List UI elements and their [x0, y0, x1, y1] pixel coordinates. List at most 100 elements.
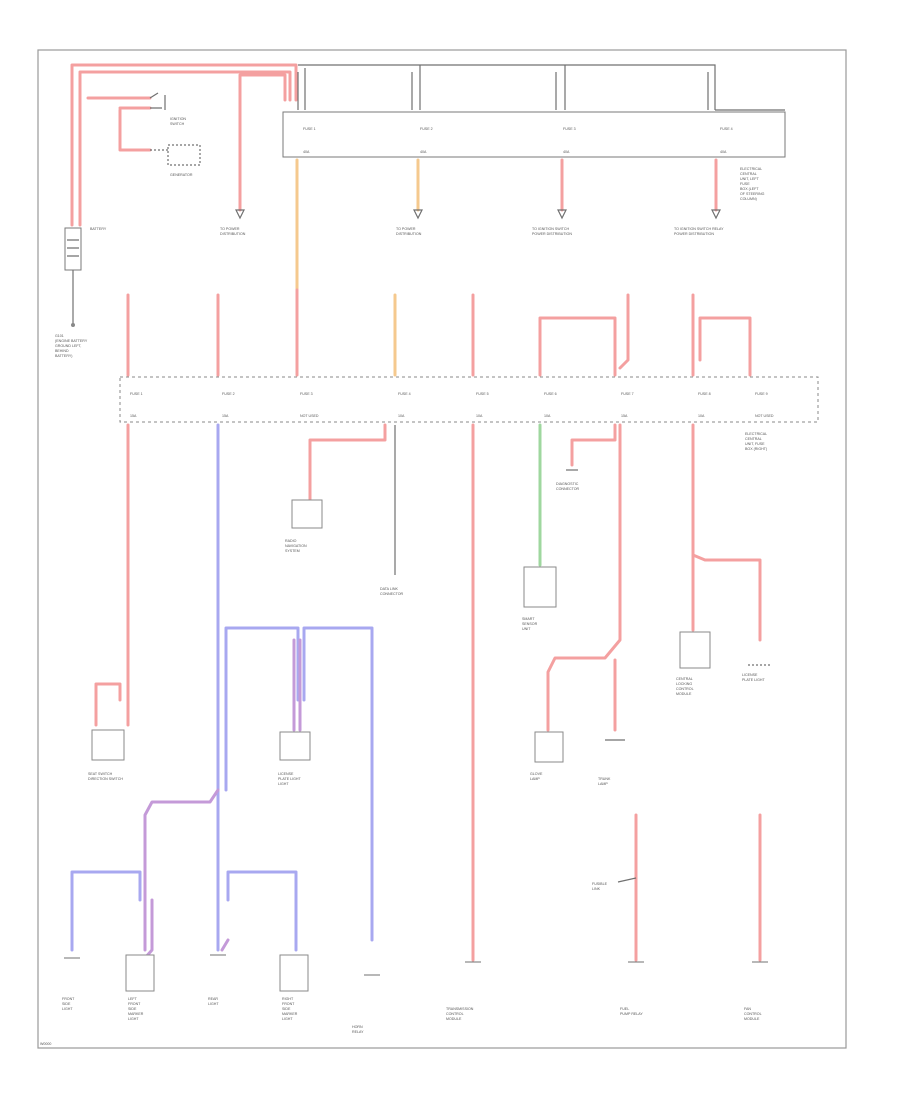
upper-box-feed: [238, 73, 287, 212]
upper-fuse-3-rating: 40A: [563, 150, 570, 154]
upper-ref-2: TO POWER DISTRIBUTION: [396, 209, 423, 236]
lower-fuse-9: FUSE 9 NOT USED: [755, 392, 774, 418]
trans-label-1: TRANSMISSION: [446, 1007, 474, 1011]
left-module-label-1: LEFT: [128, 997, 138, 1001]
lower-fuse-4-rating: 10A: [398, 414, 405, 418]
upper-ref-2-line-2: DISTRIBUTION: [396, 232, 422, 236]
lower-fuse-1-rating: 15A: [130, 414, 137, 418]
rear-light-label: REAR LIGHT: [208, 997, 219, 1006]
upper-fuse-2-rating: 40A: [420, 150, 427, 154]
trans-label-2: CONTROL: [446, 1012, 464, 1016]
fuse-link-pointer: [617, 877, 637, 883]
lower-fuse-2-rating: 15A: [222, 414, 229, 418]
upper-ref-4: TO IGNITION SWITCH RELAY POWER DISTRIBUT…: [674, 209, 724, 236]
trunk-label-1: TRUNK: [598, 777, 611, 781]
left-module-box: [125, 954, 155, 992]
purple-rear-drop: [220, 938, 230, 952]
upper-box-label-2: CENTRAL: [740, 172, 757, 176]
right-module-label-1: RIGHT: [282, 997, 294, 1001]
fuel-pump-label: FUEL PUMP RELAY: [620, 1007, 643, 1016]
lower-fuse-7-rating: 15A: [621, 414, 628, 418]
arrow-icon: [235, 209, 245, 220]
trans-label-3: MODULE: [446, 1017, 462, 1021]
radio-label-3: SYSTEM: [285, 549, 300, 553]
central-label-4: MODULE: [676, 692, 692, 696]
central-label-1: CENTRAL: [676, 677, 693, 681]
diagram-frame: [37, 49, 847, 1049]
upper-ref-4-line-1: TO IGNITION SWITCH RELAY: [674, 227, 724, 231]
cooling-fan-label: FAN CONTROL MODULE: [744, 1007, 762, 1021]
license-light-r-label: LICENSE PLATE LIGHT: [742, 673, 766, 682]
upper-fuse-2-name: FUSE 2: [420, 127, 433, 131]
seat-loop-wire: [94, 682, 122, 727]
lower-fuse-2: FUSE 2 15A: [222, 392, 235, 418]
upper-fuse-4-name: FUSE 4: [720, 127, 733, 131]
upper-fuse-2: FUSE 2 40A: [420, 127, 433, 154]
ignition-switch-icon: [149, 92, 166, 110]
upper-fuse-3-name: FUSE 3: [563, 127, 576, 131]
upper-bus-line-2: [304, 65, 566, 110]
left-light-label-1: FRONT: [62, 997, 75, 1001]
fuse8-branch: [691, 553, 762, 642]
seat-switch-label: SEAT SWITCH DIRECTION SWITCH: [88, 772, 123, 781]
trunk-lamp-label: TRUNK LAMP: [598, 777, 611, 786]
upper-ref-4-line-2: POWER DISTRIBUTION: [674, 232, 714, 236]
fuel-label-1: FUEL: [620, 1007, 629, 1011]
horn-label: HORN RELAY: [352, 1025, 364, 1034]
arrow-icon: [557, 209, 567, 220]
sensor-label-3: UNIT: [522, 627, 531, 631]
fuse-link-label: FUSIBLE LINK: [592, 882, 608, 891]
ignition-label-2: SWITCH: [170, 122, 185, 126]
right-module-label: RIGHT FRONT SIDE MARKER LIGHT: [282, 997, 298, 1021]
lower-fuse-8-rating: 10A: [698, 414, 705, 418]
diag-label-1: DIAGNOSTIC: [556, 482, 579, 486]
sensor-label-1: SMART: [522, 617, 535, 621]
upper-ref-1-line-1: TO POWER: [220, 227, 240, 231]
upper-ref-1-line-2: DISTRIBUTION: [220, 232, 246, 236]
right-module-label-2: FRONT: [282, 1002, 295, 1006]
radio-module-box: [291, 499, 323, 529]
battery-feed-wire-2: [78, 70, 292, 227]
purple-branch-2: [292, 638, 302, 732]
battery-symbol: [64, 227, 82, 271]
seat-switch-box: [91, 729, 125, 761]
upper-ref-3: TO IGNITION SWITCH POWER DISTRIBUTION: [532, 209, 572, 236]
lower-fuse-3: FUSE 3 NOT USED: [300, 392, 319, 418]
battery-feed-wire: [70, 63, 298, 227]
upper-box-label-5: BOX (LEFT: [740, 187, 759, 191]
lower-fuse-5-rating: 10A: [476, 414, 483, 418]
ground-point-icon: [71, 323, 75, 327]
right-module-label-4: MARKER: [282, 1012, 298, 1016]
lower-fuse-6-rating: 10A: [544, 414, 551, 418]
upper-box-label-1: ELECTRICAL: [740, 167, 762, 171]
trunk-label-2: LAMP: [598, 782, 608, 786]
left-module-label-5: LIGHT: [128, 1017, 139, 1021]
lower-fuse-3-rating: NOT USED: [300, 414, 319, 418]
glove-label-2: LAMP: [530, 777, 540, 781]
battery-ground-label: G101 (ENGINE BATTERY GROUND LEFT, BEHIND…: [55, 334, 88, 358]
upper-fuse-4-rating: 40A: [720, 150, 727, 154]
lower-fuse-7-name: FUSE 7: [621, 392, 634, 396]
central-label-2: LOCKING: [676, 682, 692, 686]
ignition-label-1: IGNITION: [170, 117, 186, 121]
ground-label-2: (ENGINE BATTERY: [55, 339, 88, 343]
fan-label-1: FAN: [744, 1007, 751, 1011]
left-module-label: LEFT FRONT SIDE MARKER LIGHT: [128, 997, 144, 1021]
blue-left-loop: [70, 870, 142, 952]
license-r-label-1: LICENSE: [742, 673, 758, 677]
license-light-label-3: LIGHT: [278, 782, 289, 786]
license-light-label: LICENSE PLATE LIGHT LIGHT: [278, 772, 302, 786]
trans-module-label: TRANSMISSION CONTROL MODULE: [446, 1007, 474, 1021]
data-link-label-2: CONNECTOR: [380, 592, 403, 596]
left-light-label: FRONT SIDE LIGHT: [62, 997, 75, 1011]
arrow-icon: [413, 209, 423, 220]
lower-feed-9: [698, 316, 752, 377]
battery-plates-icon: [67, 239, 79, 257]
glove-lamp-box: [534, 731, 564, 763]
lower-feed-6: [538, 316, 617, 377]
diag-conn-label: DIAGNOSTIC CONNECTOR: [556, 482, 579, 491]
fuse7-diag-wire: [570, 423, 617, 467]
fuse7-wire: [546, 423, 622, 732]
ground-label-5: BATTERY): [55, 354, 72, 358]
license-r-label-2: PLATE LIGHT: [742, 678, 766, 682]
